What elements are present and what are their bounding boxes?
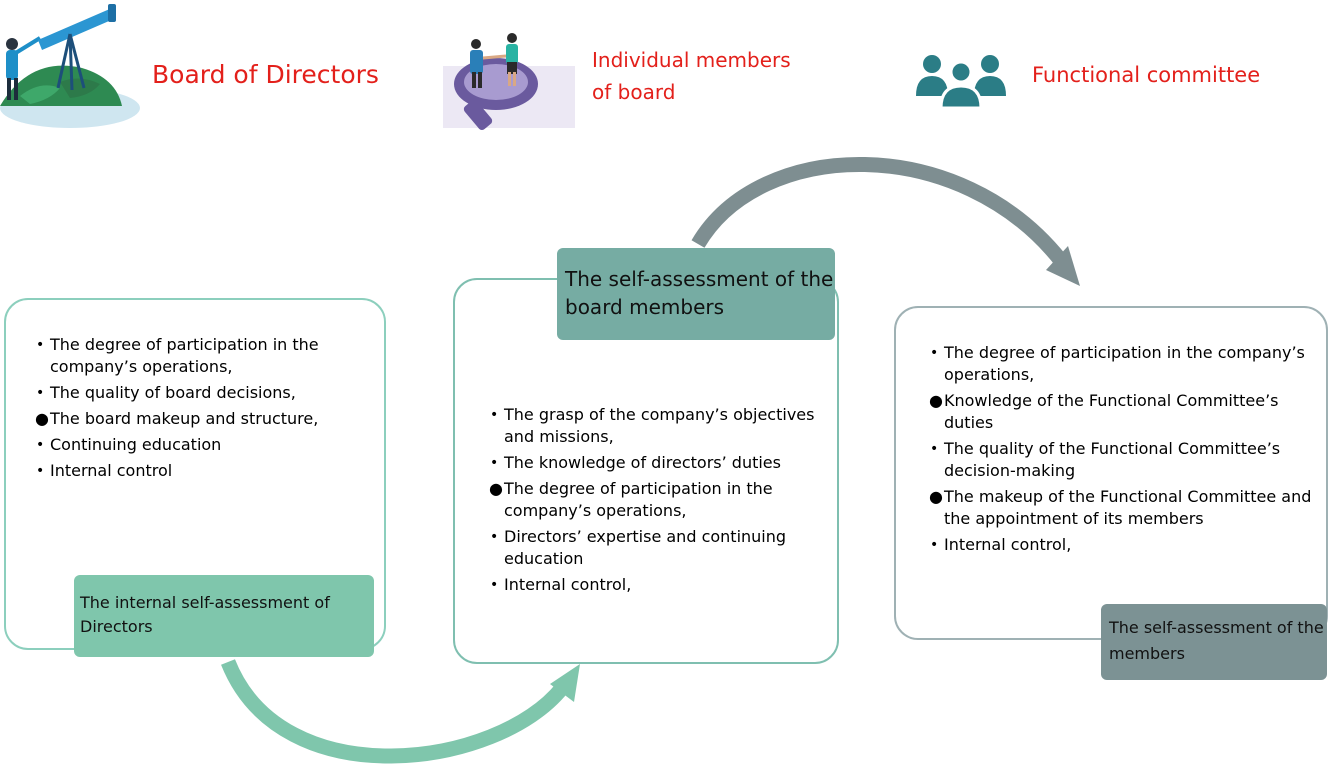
list-item-text: The degree of participation in the compa…: [504, 479, 773, 520]
arrow-top-curve: [691, 156, 1080, 286]
list-item: • The knowledge of directors’ duties: [490, 452, 820, 474]
list-item-text: Continuing education: [50, 435, 222, 454]
list-item-text: Directors’ expertise and continuing educ…: [504, 527, 787, 568]
bullet-icon: •: [36, 437, 45, 453]
list-item: ●The degree of participation in the comp…: [489, 478, 820, 522]
bullet-icon: •: [490, 529, 499, 545]
bullet-icon: •: [36, 463, 45, 479]
list-item-text: The quality of board decisions,: [50, 383, 296, 402]
list-item-text: The makeup of the Functional Committee a…: [944, 487, 1312, 528]
list-item-text: The board makeup and structure,: [50, 409, 319, 428]
bullet-icon: •: [930, 441, 939, 457]
list-item: • The grasp of the company’s objectives a…: [490, 404, 820, 448]
list-item: • Directors’ expertise and continuing edu…: [490, 526, 820, 570]
list-item: • The quality of board decisions,: [36, 382, 376, 404]
bullet-icon: ●: [929, 391, 943, 410]
bullet-icon: •: [36, 337, 45, 353]
functional-committee-label: Functional committee: [1032, 63, 1261, 87]
bullet-icon: ●: [929, 487, 943, 506]
list-item: • Internal control,: [930, 534, 1320, 556]
list-item-text: Internal control: [50, 461, 173, 480]
directors-assessment-title: The internal self-assessment of Director…: [74, 575, 374, 657]
individual-members-label-line1: Individual members: [592, 48, 791, 72]
committee-members-assessment-title: The self-assessment of the members: [1101, 604, 1327, 680]
group-people-icon: [916, 55, 1006, 110]
list-item: • Internal control: [36, 460, 376, 482]
list-item: ●The makeup of the Functional Committee …: [929, 486, 1320, 530]
bullet-icon: •: [490, 407, 499, 423]
list-item-text: Knowledge of the Functional Committee’s …: [944, 391, 1279, 432]
board-members-assessment-title: The self-assessment of the board members: [557, 248, 835, 340]
bullet-icon: •: [490, 577, 499, 593]
individual-members-label: Individual members of board: [592, 44, 791, 108]
list-item: ●Knowledge of the Functional Committee’s…: [929, 390, 1320, 434]
list-item: • Continuing education: [36, 434, 376, 456]
list-item-text: The degree of participation in the compa…: [944, 343, 1305, 384]
board-of-directors-label: Board of Directors: [152, 60, 379, 89]
list-item: • The degree of participation in the comp…: [930, 342, 1320, 386]
list-item-text: The grasp of the company’s objectives an…: [504, 405, 815, 446]
handshake-people-icon: [443, 33, 575, 130]
bullet-icon: ●: [489, 479, 503, 498]
list-item: • The degree of participation in the comp…: [36, 334, 376, 378]
list-item: • Internal control,: [490, 574, 820, 596]
telescope-person-icon: [0, 4, 140, 128]
list-item-text: Internal control,: [944, 535, 1072, 554]
bullet-icon: •: [36, 385, 45, 401]
directors-criteria-list: • The degree of participation in the comp…: [35, 334, 376, 486]
committee-criteria-list: • The degree of participation in the comp…: [929, 342, 1320, 560]
list-item-text: The quality of the Functional Committee’…: [944, 439, 1281, 480]
list-item: • The quality of the Functional Committee…: [930, 438, 1320, 482]
arrow-bottom-curve: [221, 659, 580, 764]
individual-members-label-line2: of board: [592, 80, 676, 104]
board-members-assessment-panel: [453, 278, 839, 664]
bullet-icon: ●: [35, 409, 49, 428]
list-item: ●The board makeup and structure,: [35, 408, 376, 430]
list-item-text: The degree of participation in the compa…: [50, 335, 319, 376]
list-item-text: Internal control,: [504, 575, 632, 594]
bullet-icon: •: [930, 345, 939, 361]
committee-members-assessment-panel: [894, 306, 1328, 640]
board-members-criteria-list: • The grasp of the company’s objectives a…: [489, 404, 820, 600]
bullet-icon: •: [930, 537, 939, 553]
list-item-text: The knowledge of directors’ duties: [504, 453, 781, 472]
bullet-icon: •: [490, 455, 499, 471]
